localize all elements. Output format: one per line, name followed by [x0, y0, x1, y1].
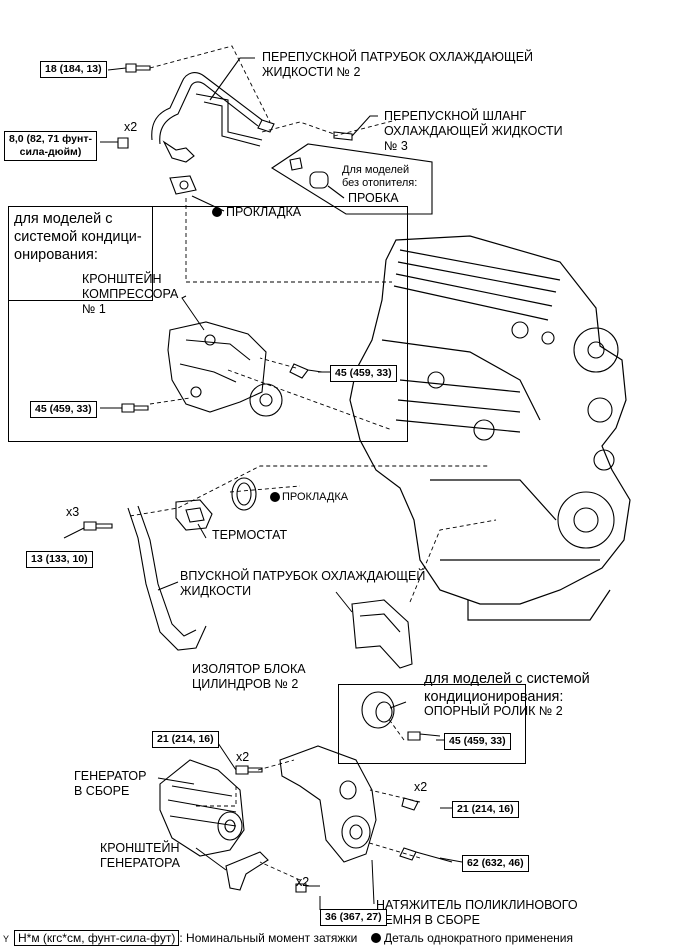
alternator-bracket-shape: [225, 851, 320, 893]
ac-models-label-1: для моделей с системой кондици- онирован…: [14, 211, 142, 263]
multiplier-2: x3: [66, 505, 80, 519]
tensioner-label: НАТЯЖИТЕЛЬ ПОЛИКЛИНОВОГО РЕМНЯ В СБОРЕ: [376, 898, 578, 927]
compressor-bracket-label: КРОНШТЕЙН КОМПРЕССОРА № 1: [82, 272, 179, 316]
torque-box-3: 45 (459, 33): [330, 365, 397, 382]
inlet-pipe-label: ВПУСКНОЙ ПАТРУБОК ОХЛАЖДАЮЩЕЙ ЖИДКОСТИ: [180, 569, 426, 598]
ac-models-label-2: для моделей с системой кондиционирования…: [424, 671, 590, 705]
torque-box-6: 45 (459, 33): [444, 733, 511, 750]
corner-mark: Y: [3, 934, 10, 944]
non-reusable-legend-dot: [370, 933, 381, 943]
torque-box-4: 45 (459, 33): [30, 401, 97, 418]
torque-box-7: 21 (214, 16): [152, 731, 219, 748]
legend-footer: Y Н*м (кгс*см, фунт-сила-фут): Номинальны…: [0, 930, 573, 946]
torque-unit-legend: Н*м (кгс*см, фунт-сила-фут): [14, 930, 180, 946]
torque-legend-text: : Номинальный момент затяжки: [179, 931, 358, 945]
no-heater-label: Для моделей без отопителя:: [342, 164, 418, 189]
ac-section-box-1: [8, 206, 408, 442]
torque-box-1: 18 (184, 13): [40, 61, 107, 78]
tensioner-shape: [279, 745, 453, 863]
idler-pulley-shape: [361, 691, 441, 741]
plug-label: ПРОБКА: [348, 191, 399, 205]
gasket-ring-shape: [231, 477, 257, 511]
multiplier-5: x2: [296, 875, 310, 889]
bypass-pipe-branch: [195, 93, 263, 147]
engine-block-shape: [349, 235, 631, 621]
bypass-pipe-shape: [151, 72, 263, 145]
inlet-pipe-shape: [127, 505, 207, 651]
block-insulator-label: ИЗОЛЯТОР БЛОКА ЦИЛИНДРОВ № 2: [192, 662, 306, 691]
gasket-top-label: ПРОКЛАДКА: [226, 205, 302, 219]
block-insulator-shape: [351, 599, 413, 669]
alternator-label: ГЕНЕРАТОР В СБОРЕ: [74, 769, 147, 798]
multiplier-4: x2: [414, 780, 428, 794]
compressor-bracket-shape: [121, 321, 323, 417]
gasket-mid-label: ПРОКЛАДКА: [282, 491, 349, 503]
torque-box-8: 21 (214, 16): [452, 801, 519, 818]
idler-label: ОПОРНЫЙ РОЛИК № 2: [424, 704, 563, 718]
non-reusable-legend-text: Деталь однократного применения: [384, 931, 573, 945]
torque-box-9: 62 (632, 46): [462, 855, 529, 872]
bypass-pipe-label: ПЕРЕПУСКНОЙ ПАТРУБОК ОХЛАЖДАЮЩЕЙ ЖИДКОСТ…: [262, 50, 534, 79]
torque-box-10: 36 (367, 27): [320, 909, 387, 926]
alternator-bracket-label: КРОНШТЕЙН ГЕНЕРАТОРА: [100, 841, 180, 870]
ac-section-box-1-inner: [8, 206, 153, 301]
alternator-shape: [159, 759, 263, 857]
multiplier-3: x2: [236, 750, 250, 764]
non-reusable-dot-1: [212, 207, 222, 217]
thermostat-shape: [175, 499, 213, 531]
ac-section-box-2: [338, 684, 526, 764]
non-reusable-dot-2: [270, 492, 280, 502]
thermostat-label: ТЕРМОСТАТ: [212, 528, 288, 542]
torque-box-5: 13 (133, 10): [26, 551, 93, 568]
multiplier-1: x2: [124, 120, 138, 134]
bypass-hose-label: ПЕРЕПУСКНОЙ ШЛАНГ ОХЛАЖДАЮЩЕЙ ЖИДКОСТИ №…: [384, 109, 563, 153]
torque-box-2: 8,0 (82, 71 фунт- сила-дюйм): [4, 131, 97, 161]
